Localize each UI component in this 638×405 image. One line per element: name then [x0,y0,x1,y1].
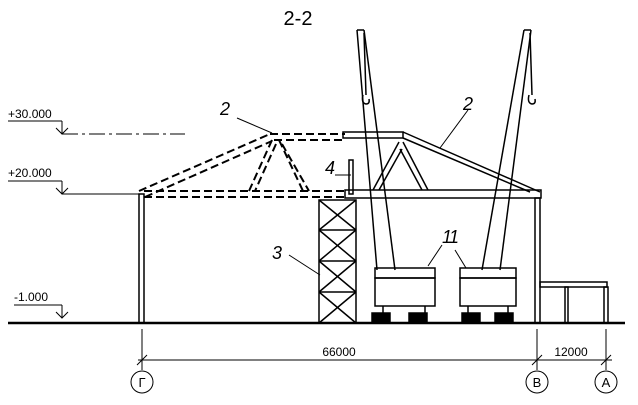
solid-roof-truss [342,131,542,199]
callout-crane-left: 1 [442,227,452,247]
level-marker-minus1: -1.000 [14,290,69,319]
level-label-20: +20.000 [8,166,52,180]
crane-right [459,29,536,323]
axis-label-v: В [533,375,542,390]
callout-truss-solid: 2 [462,94,473,114]
callout-leaders [236,109,469,276]
axis-bubble-g: Г [130,370,154,394]
section-title: 2-2 [284,8,313,30]
axis-label-a: А [602,375,611,390]
callout-tower: 3 [272,243,282,263]
temporary-post [336,159,354,195]
callout-post: 4 [325,158,335,178]
left-column [138,193,145,324]
level-label-30: +30.000 [8,107,52,121]
column-axis-v [534,197,541,324]
scaffold-tower [318,199,357,324]
axis-bubble-a: А [594,370,618,394]
dashed-roof-truss [138,133,345,198]
level-marker-20: +20.000 [8,166,139,195]
dimension-line [136,329,612,370]
axis-label-g: Г [138,375,145,390]
annex-frame [539,281,609,324]
level-marker-30: +30.000 [8,107,185,135]
crane-left [356,29,436,323]
dimension-12000: 12000 [554,345,588,359]
axis-bubble-v: В [525,370,549,394]
callout-truss-dashed: 2 [219,99,230,119]
dimension-66000: 66000 [322,345,356,359]
level-label-minus1: -1.000 [14,290,48,304]
callout-crane-right: 1 [449,227,459,247]
